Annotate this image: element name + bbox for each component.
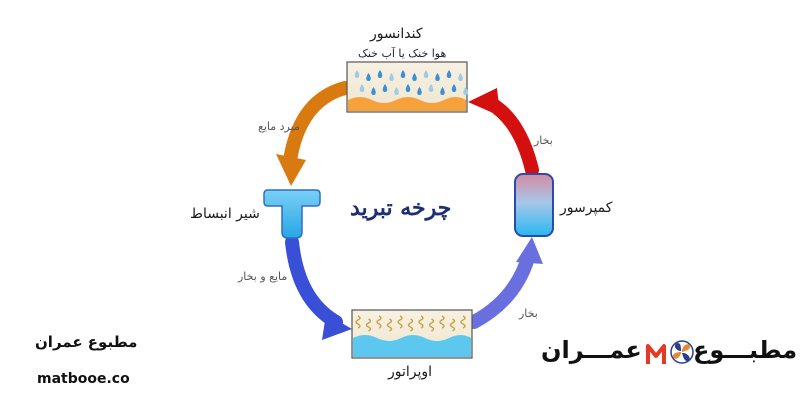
droplet-shape	[371, 87, 376, 95]
droplet-shape	[354, 70, 360, 78]
condenser-label: کندانسور	[370, 26, 423, 42]
vapor-squiggle	[418, 315, 424, 329]
arrowhead-evaporator	[322, 314, 352, 340]
flow-label-condenser-to-valve: مبرد مایع	[258, 120, 300, 133]
droplet-shape	[440, 87, 445, 95]
condenser-droplets	[354, 70, 468, 95]
vapor-squiggle	[397, 315, 403, 329]
expansion-valve-shape	[263, 189, 321, 239]
compressor-cylinder	[514, 173, 554, 237]
logo-mark	[646, 344, 666, 364]
droplet-shape	[458, 73, 463, 81]
vapor-squiggle	[407, 318, 414, 332]
flow-label-compressor-to-condenser: بخار	[534, 134, 553, 147]
droplet-shape	[405, 84, 411, 92]
droplet-shape	[417, 87, 422, 95]
diagram-title: چرخه تبرید	[350, 195, 452, 221]
droplet-shape	[359, 84, 365, 92]
fan-icon	[670, 340, 694, 364]
evaporator-box	[351, 309, 473, 359]
vapor-squiggle	[439, 315, 445, 329]
droplet-shape	[428, 84, 434, 92]
brand-name-right-first: مطبـــوع	[693, 336, 798, 364]
condenser-sub-label: هوا خنک یا آب خنک	[358, 47, 447, 60]
flow-label-valve-to-evaporator: مایع و بخار	[238, 270, 288, 283]
vapor-squiggle	[376, 315, 382, 329]
droplet-shape	[400, 70, 406, 78]
droplet-shape	[446, 70, 452, 78]
droplet-shape	[377, 70, 383, 78]
droplet-shape	[435, 73, 440, 81]
arrow-condenser-to-valve	[283, 81, 352, 167]
evaporator-water-band	[353, 335, 471, 357]
droplet-shape	[382, 84, 388, 92]
vapor-squiggle	[449, 318, 456, 332]
droplet-shape	[366, 73, 371, 81]
expansion-valve-label: شیر انبساط	[190, 206, 260, 222]
arrow-valve-to-evaporator	[285, 235, 343, 329]
condenser-box	[346, 61, 468, 113]
brand-url: matbooe.co	[37, 371, 130, 387]
arrow-evaporator-to-compressor	[467, 251, 535, 329]
arrowhead-condenser	[468, 88, 500, 116]
vapor-squiggle	[460, 315, 466, 329]
droplet-shape	[412, 73, 417, 81]
droplet-shape	[463, 87, 468, 95]
arrowhead-valve	[276, 154, 306, 186]
droplet-shape	[451, 84, 457, 92]
compressor-label: کمپرسور	[560, 200, 613, 216]
brand-name-left: مطبوع عمران	[35, 333, 138, 351]
evaporator-label: اوپراتور	[388, 364, 433, 380]
vapor-squiggle	[355, 315, 361, 329]
evaporator-vapor-squiggles	[355, 315, 466, 332]
arrowhead-compressor	[516, 237, 543, 264]
droplet-shape	[394, 87, 399, 95]
flow-label-evaporator-to-compressor: بخار	[519, 307, 538, 320]
droplet-shape	[389, 73, 394, 81]
vapor-squiggle	[386, 318, 393, 332]
condenser-heat-band	[348, 97, 466, 111]
droplet-shape	[423, 70, 429, 78]
brand-name-right-second: عمـــران	[541, 336, 642, 364]
vapor-squiggle	[428, 318, 435, 332]
vapor-squiggle	[365, 318, 372, 332]
